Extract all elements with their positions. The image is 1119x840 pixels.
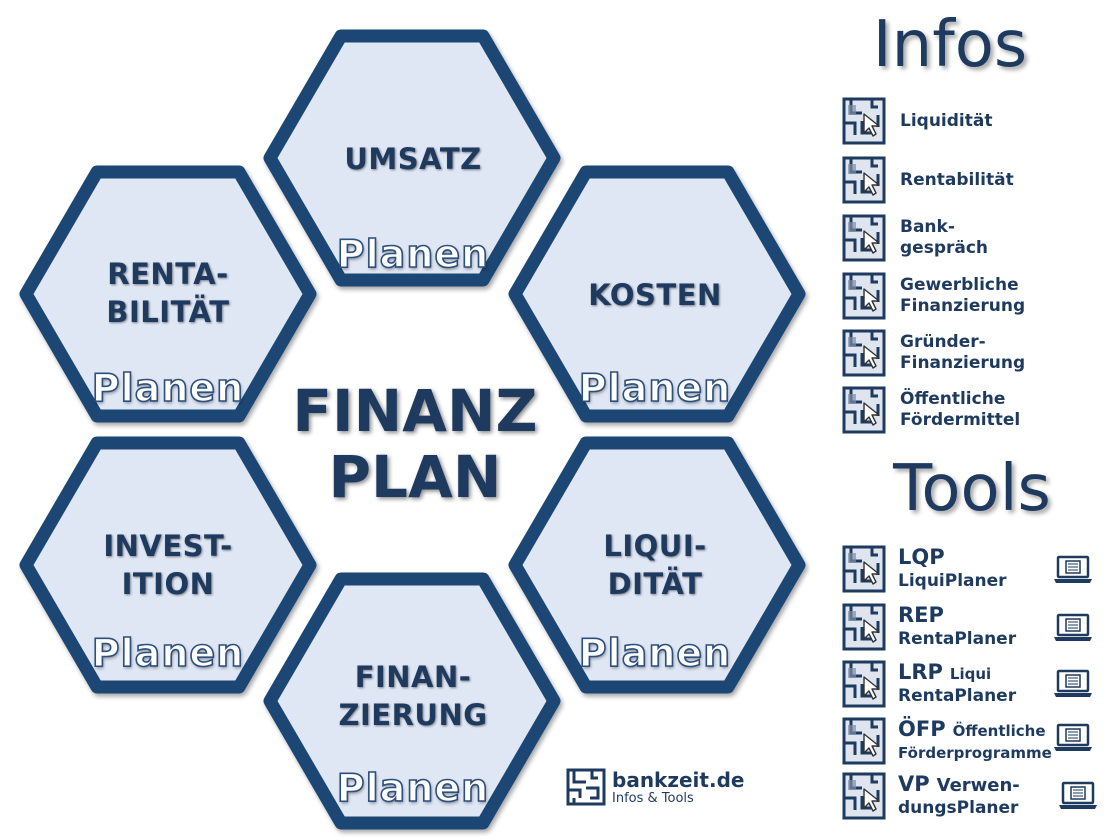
hex-rentabilitaet-title: RENTA-BILITÄT [106, 257, 230, 329]
hex-kosten-title: KOSTEN [588, 278, 722, 312]
info-item-rentabilitaet[interactable]: Rentabilität [842, 156, 1014, 204]
hex-liquiditaet-plan[interactable]: Planen [578, 630, 732, 676]
maze-cursor-icon [842, 156, 886, 204]
hex-investition-plan[interactable]: Planen [91, 630, 245, 676]
info-item-liquiditaet[interactable]: Liquidität [842, 97, 992, 145]
info-item-bankgespraech[interactable]: Bank-gespräch [842, 214, 988, 262]
maze-cursor-icon [842, 386, 886, 434]
tool-item-oefp[interactable]: ÖFP Öffentliche Förderprogramme [842, 717, 1052, 765]
maze-cursor-icon [842, 272, 886, 320]
laptop-icon[interactable] [1053, 723, 1093, 753]
brand-tagline: Infos & Tools [612, 790, 694, 806]
brand-logo[interactable]: bankzeit.de Infos & Tools [566, 768, 744, 806]
maze-cursor-icon [842, 772, 886, 820]
brand-name: bankzeit.de [612, 767, 745, 792]
finanzplan-diagram: UMSATZ Planen RENTA-BILITÄT Planen KOSTE… [19, 29, 806, 830]
hex-shapes [19, 29, 806, 830]
maze-cursor-icon [842, 660, 886, 708]
laptop-icon[interactable] [1058, 781, 1098, 811]
maze-cursor-icon [842, 717, 886, 765]
maze-cursor-icon [842, 214, 886, 262]
laptop-icon[interactable] [1053, 669, 1093, 699]
hex-investition-shape [19, 436, 317, 694]
hex-investition-title: INVEST-ITION [103, 529, 233, 601]
hex-liquiditaet-title: LIQUI-DITÄT [603, 529, 707, 601]
tool-item-vp[interactable]: VP Verwen- dungsPlaner [842, 772, 1020, 820]
center-title: FINANZ PLAN [292, 377, 538, 511]
maze-cursor-icon [842, 603, 886, 651]
hex-finanzierung-shape [263, 572, 561, 830]
hex-umsatz-title: UMSATZ [344, 142, 482, 176]
hex-umsatz-shape [263, 29, 561, 287]
hex-rentabilitaet-plan[interactable]: Planen [91, 365, 245, 411]
tools-heading: Tools [893, 452, 1051, 526]
hex-kosten-plan[interactable]: Planen [578, 365, 732, 411]
maze-cursor-icon [842, 545, 886, 593]
maze-cursor-icon [842, 97, 886, 145]
maze-cursor-icon [842, 329, 886, 377]
hex-liquiditaet-shape [508, 436, 806, 694]
hex-kosten-shape [508, 165, 806, 423]
hex-finanzierung-plan[interactable]: Planen [336, 765, 490, 811]
tool-item-lqp[interactable]: LQP LiquiPlaner [842, 545, 1007, 593]
hex-umsatz-plan[interactable]: Planen [336, 231, 490, 277]
maze-logo-icon [566, 768, 606, 806]
info-item-gruender-finanzierung[interactable]: Gründer-Finanzierung [842, 329, 1025, 377]
tool-item-lrp[interactable]: LRP Liqui RentaPlaner [842, 660, 1016, 708]
laptop-icon[interactable] [1053, 613, 1093, 643]
laptop-icon[interactable] [1053, 555, 1093, 585]
hex-finanzierung-title: FINAN-ZIERUNG [338, 660, 488, 732]
infos-heading: Infos [872, 8, 1028, 82]
hex-rentabilitaet-shape [19, 165, 317, 423]
tool-item-rep[interactable]: REP RentaPlaner [842, 603, 1016, 651]
